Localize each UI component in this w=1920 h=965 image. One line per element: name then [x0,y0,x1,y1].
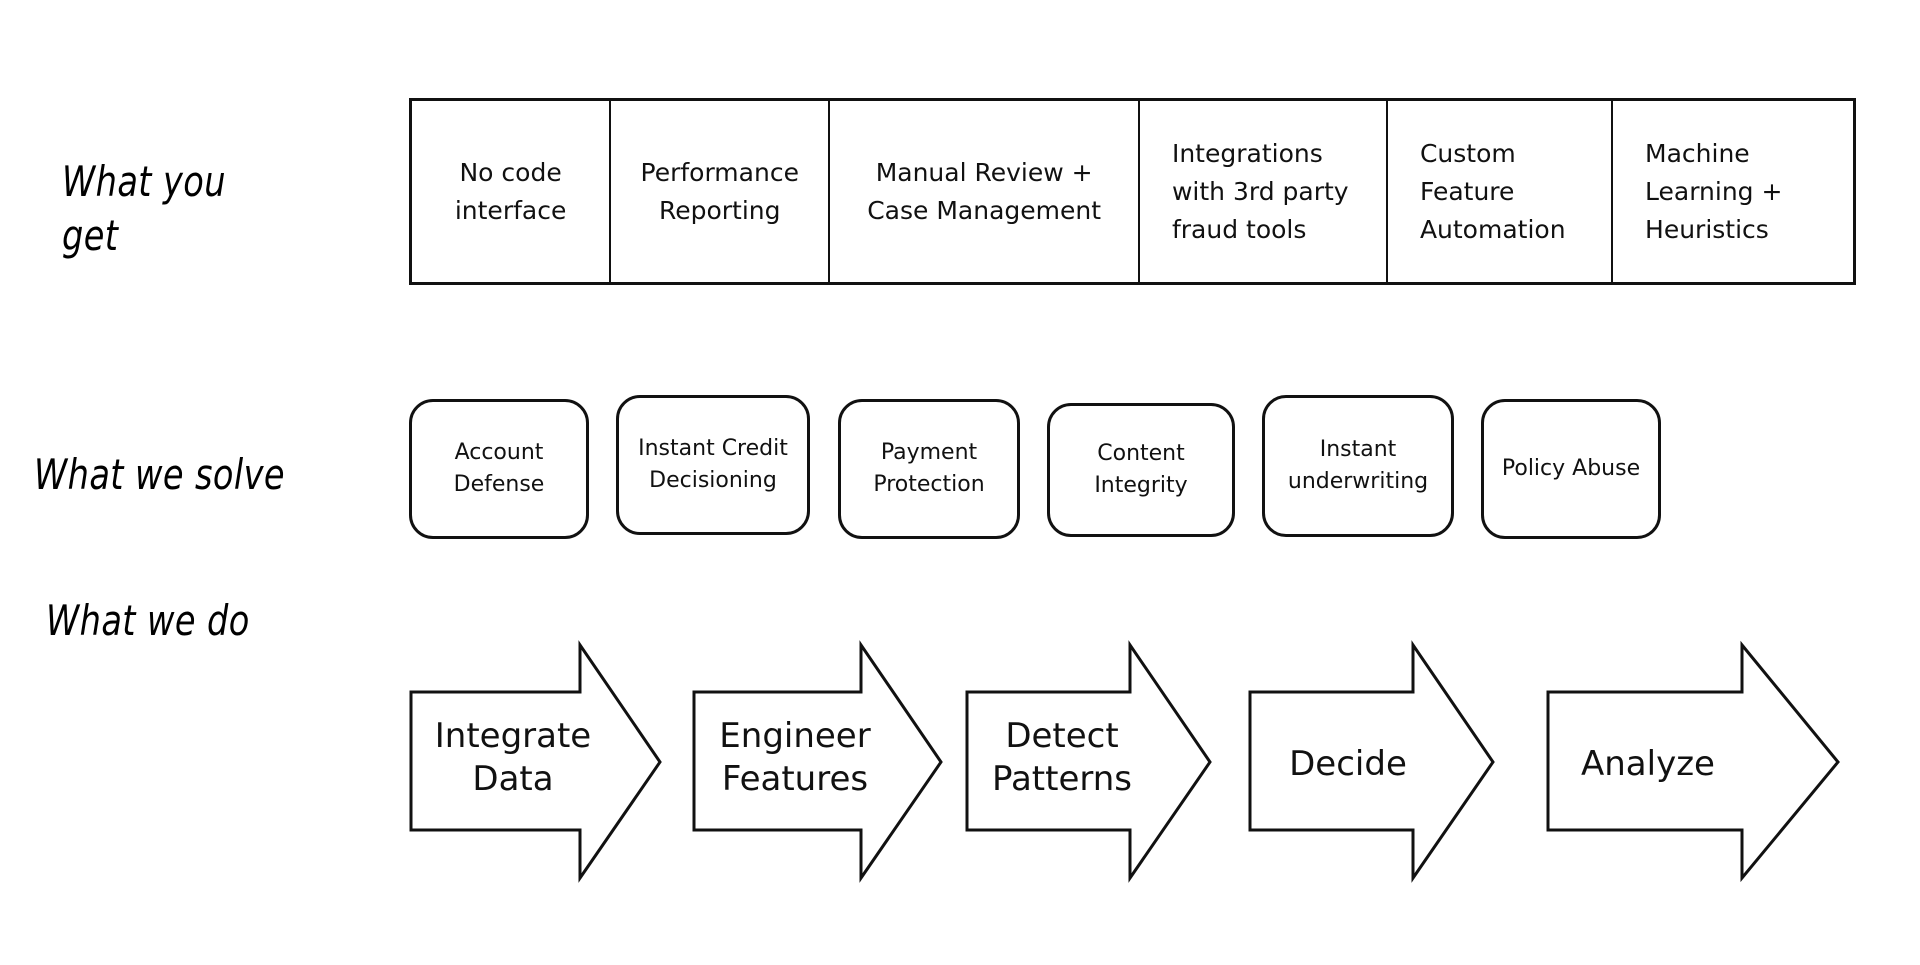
what-you-get-cell-2: Manual Review + Case Management [830,101,1140,282]
what-we-do-step-3: Decide [1248,640,1495,883]
row-label-what-you-get: What you get [62,157,226,260]
what-we-solve-box-0-text: Account Defense [453,440,545,497]
what-we-do-step-3-line1: Decide [1289,744,1407,784]
what-you-get-cell-0: No code interface [412,101,612,282]
what-we-solve-box-2-text: Payment Protection [873,440,985,497]
what-we-do-step-1-line2: Features [722,759,868,799]
arrow-shape-3 [1248,640,1495,883]
arrow-shape-0 [409,640,662,883]
what-you-get-cell-2-text: Manual Review + Case Management [867,157,1102,225]
what-you-get-cell-0-text: No code interface [454,157,567,225]
what-we-solve-box-4-text: Instant underwriting [1287,437,1429,494]
what-you-get-cell-5-text: Machine Learning + Heuristics [1645,138,1783,244]
what-we-do-step-2-line2: Patterns [992,759,1132,799]
what-we-solve-row: Account Defense Instant Credit Decisioni… [409,395,1856,539]
what-we-do-step-1: Engineer Features [692,640,943,883]
what-you-get-cell-4: Custom Feature Automation [1388,101,1614,282]
what-we-do-step-2-line1: Detect [1005,716,1118,756]
what-you-get-cell-1: Performance Reporting [611,101,831,282]
arrow-shape-1 [692,640,943,883]
what-we-solve-box-4: Instant underwriting [1262,395,1454,537]
arrow-shape-2 [965,640,1212,883]
what-we-solve-box-3: Content Integrity [1047,403,1235,537]
what-we-solve-box-0: Account Defense [409,399,589,539]
what-we-solve-box-5: Policy Abuse [1481,399,1661,539]
row-label-what-we-solve: What we solve [34,450,285,499]
what-we-solve-box-2: Payment Protection [838,399,1020,539]
what-we-do-step-4: Analyze [1546,640,1840,883]
what-you-get-table: No code interface Performance Reporting … [409,98,1856,285]
what-we-do-step-0: Integrate Data [409,640,662,883]
what-you-get-cell-3-text: Integrations with 3rd party fraud tools [1171,138,1349,244]
what-you-get-cell-3: Integrations with 3rd party fraud tools [1140,101,1388,282]
what-we-do-step-1-line1: Engineer [719,716,870,756]
what-we-do-step-4-line1: Analyze [1581,744,1715,784]
what-you-get-cell-1-text: Performance Reporting [640,157,799,225]
what-we-solve-box-5-text: Policy Abuse [1501,456,1641,481]
what-you-get-cell-4-text: Custom Feature Automation [1419,138,1566,244]
what-we-do-step-0-line1: Integrate [435,716,591,756]
what-we-solve-box-1-text: Instant Credit Decisioning [638,436,788,493]
what-you-get-cell-5: Machine Learning + Heuristics [1613,101,1853,282]
what-we-do-step-0-line2: Data [472,759,553,799]
what-we-solve-box-3-text: Content Integrity [1094,441,1188,498]
row-label-what-we-do: What we do [46,596,250,645]
what-we-solve-box-1: Instant Credit Decisioning [616,395,810,535]
what-we-do-step-2: Detect Patterns [965,640,1212,883]
arrow-shape-4 [1546,640,1840,883]
